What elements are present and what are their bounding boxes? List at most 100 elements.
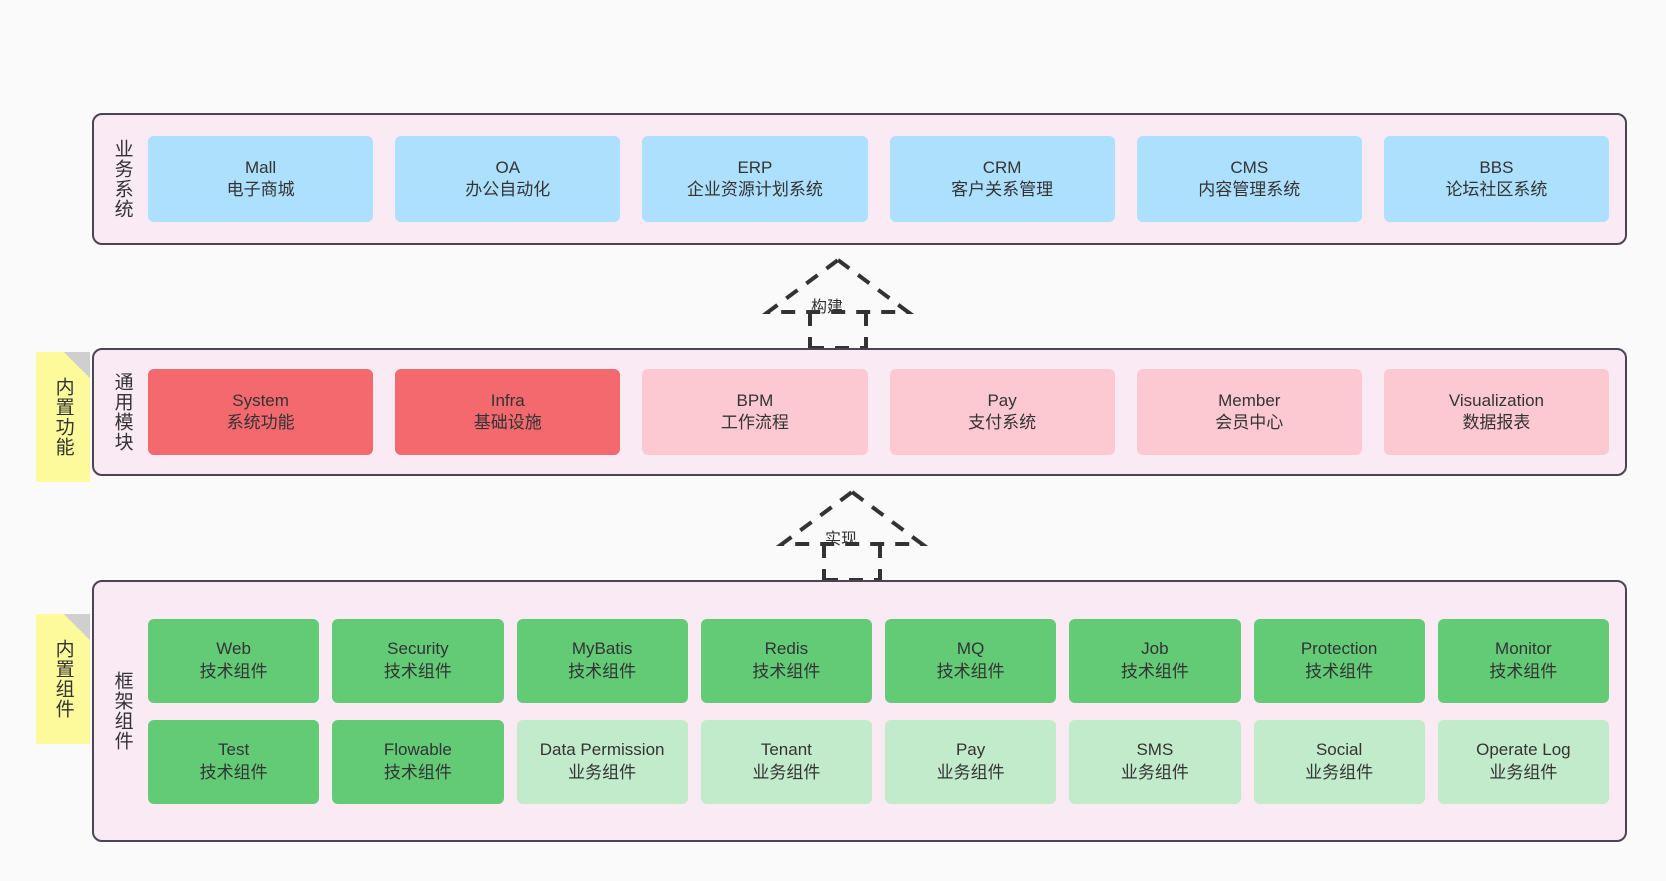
box-crm[interactable]: CRM 客户关系管理: [889, 136, 1115, 222]
box-mq-en: MQ: [956, 639, 985, 659]
box-data-permission[interactable]: Data Permission 业务组件: [516, 719, 688, 804]
box-job-en: Job: [1141, 639, 1169, 659]
box-monitor-cn: 技术组件: [1489, 661, 1558, 681]
box-monitor-en: Monitor: [1495, 639, 1552, 659]
box-redis-cn: 技术组件: [752, 661, 821, 681]
box-social-cn: 业务组件: [1305, 762, 1374, 782]
box-infra-cn: 基础设施: [473, 413, 542, 432]
box-redis-en: Redis: [764, 639, 809, 659]
box-bpm[interactable]: BPM 工作流程: [642, 369, 868, 455]
framework-business-row: Test 技术组件 Flowable 技术组件 Data Permission …: [148, 719, 1609, 804]
layer-common-modules-label: 通用模块: [111, 372, 133, 452]
box-tenant[interactable]: Tenant 业务组件: [700, 719, 872, 804]
note-builtin-components: 内置组件: [36, 614, 90, 744]
box-data-permission-cn: 业务组件: [568, 762, 637, 782]
box-tenant-en: Tenant: [760, 740, 812, 760]
box-security-en: Security: [387, 639, 449, 659]
note-builtin-features: 内置功能: [36, 352, 90, 482]
box-protection-en: Protection: [1300, 639, 1378, 659]
box-web[interactable]: Web 技术组件: [148, 618, 320, 703]
box-social[interactable]: Social 业务组件: [1253, 719, 1425, 804]
layer-business-systems-items: Mall 电子商城 OA 办公自动化 ERP 企业资源计划系统 CRM 客户关系…: [142, 115, 1625, 243]
box-data-permission-en: Data Permission: [539, 740, 665, 760]
box-oa-en: OA: [495, 157, 521, 177]
box-pay-component[interactable]: Pay 业务组件: [885, 719, 1057, 804]
box-test[interactable]: Test 技术组件: [148, 719, 320, 804]
box-security-cn: 技术组件: [383, 661, 452, 681]
box-tenant-cn: 业务组件: [752, 762, 821, 782]
box-infra-en: Infra: [490, 390, 525, 410]
box-mall[interactable]: Mall 电子商城: [148, 136, 374, 222]
box-pay-module-en: Pay: [987, 390, 1017, 410]
box-flowable-en: Flowable: [383, 740, 452, 760]
layer-business-systems: 业务系统 Mall 电子商城 OA 办公自动化 ERP 企业资源计划系统 CRM…: [92, 113, 1627, 245]
box-bpm-cn: 工作流程: [720, 413, 789, 432]
box-bbs-en: BBS: [1479, 157, 1514, 177]
connector-implement-label: 实现: [825, 531, 858, 548]
box-cms[interactable]: CMS 内容管理系统: [1136, 136, 1362, 222]
box-mq-cn: 技术组件: [936, 661, 1005, 681]
box-cms-en: CMS: [1230, 157, 1269, 177]
box-erp[interactable]: ERP 企业资源计划系统: [642, 136, 868, 222]
box-cms-cn: 内容管理系统: [1198, 180, 1301, 199]
box-mall-cn: 电子商城: [226, 180, 295, 199]
box-pay-component-cn: 业务组件: [936, 762, 1005, 782]
box-pay-module[interactable]: Pay 支付系统: [889, 369, 1115, 455]
layer-business-systems-label: 业务系统: [111, 139, 133, 219]
box-web-en: Web: [216, 639, 251, 659]
box-sms[interactable]: SMS 业务组件: [1069, 719, 1241, 804]
box-system[interactable]: System 系统功能: [148, 369, 374, 455]
box-test-cn: 技术组件: [199, 762, 268, 782]
box-erp-en: ERP: [737, 157, 773, 177]
box-pay-module-cn: 支付系统: [968, 413, 1037, 432]
box-flowable[interactable]: Flowable 技术组件: [332, 719, 504, 804]
box-visualization-en: Visualization: [1448, 390, 1545, 410]
box-operate-log-en: Operate Log: [1476, 740, 1571, 760]
box-mybatis-cn: 技术组件: [568, 661, 637, 681]
box-job[interactable]: Job 技术组件: [1069, 618, 1241, 703]
box-infra[interactable]: Infra 基础设施: [395, 369, 621, 455]
connector-build-label: 构建: [811, 299, 844, 316]
box-sms-en: SMS: [1136, 740, 1174, 760]
box-sms-cn: 业务组件: [1120, 762, 1189, 782]
connector-implement-stem: [822, 544, 882, 580]
box-visualization[interactable]: Visualization 数据报表: [1383, 369, 1610, 455]
layer-framework-components-label: 框架组件: [111, 671, 133, 751]
layer-framework-components-rows: Web 技术组件 Security 技术组件 MyBatis 技术组件 Redi…: [142, 582, 1625, 840]
box-job-cn: 技术组件: [1120, 661, 1189, 681]
box-bbs[interactable]: BBS 论坛社区系统: [1383, 136, 1610, 222]
box-mybatis[interactable]: MyBatis 技术组件: [516, 618, 688, 703]
box-bbs-cn: 论坛社区系统: [1445, 180, 1548, 199]
box-security[interactable]: Security 技术组件: [332, 618, 504, 703]
box-erp-cn: 企业资源计划系统: [686, 180, 823, 199]
box-flowable-cn: 技术组件: [383, 762, 452, 782]
box-operate-log-cn: 业务组件: [1489, 762, 1558, 782]
box-test-en: Test: [218, 740, 250, 760]
connector-build-stem: [808, 312, 868, 348]
box-mybatis-en: MyBatis: [571, 639, 633, 659]
box-visualization-cn: 数据报表: [1462, 413, 1531, 432]
box-redis[interactable]: Redis 技术组件: [700, 618, 872, 703]
box-monitor[interactable]: Monitor 技术组件: [1437, 618, 1609, 703]
box-member-cn: 会员中心: [1215, 413, 1284, 432]
box-operate-log[interactable]: Operate Log 业务组件: [1437, 719, 1609, 804]
layer-common-modules-items: System 系统功能 Infra 基础设施 BPM 工作流程 Pay 支付系统…: [142, 350, 1625, 474]
box-system-en: System: [232, 390, 289, 410]
layer-framework-components: 框架组件 Web 技术组件 Security 技术组件 MyBatis 技术组件…: [92, 580, 1627, 842]
box-mq[interactable]: MQ 技术组件: [885, 618, 1057, 703]
box-oa[interactable]: OA 办公自动化: [395, 136, 621, 222]
box-oa-cn: 办公自动化: [465, 180, 551, 199]
layer-common-modules: 通用模块 System 系统功能 Infra 基础设施 BPM 工作流程 Pay…: [92, 348, 1627, 476]
framework-tech-row: Web 技术组件 Security 技术组件 MyBatis 技术组件 Redi…: [148, 618, 1609, 703]
box-protection[interactable]: Protection 技术组件: [1253, 618, 1425, 703]
box-web-cn: 技术组件: [199, 661, 268, 681]
box-social-en: Social: [1315, 740, 1363, 760]
box-system-cn: 系统功能: [226, 413, 295, 432]
box-member[interactable]: Member 会员中心: [1136, 369, 1362, 455]
box-crm-en: CRM: [982, 157, 1022, 177]
box-member-en: Member: [1218, 390, 1281, 410]
box-mall-en: Mall: [245, 157, 277, 177]
box-pay-component-en: Pay: [955, 740, 986, 760]
box-bpm-en: BPM: [736, 390, 774, 410]
